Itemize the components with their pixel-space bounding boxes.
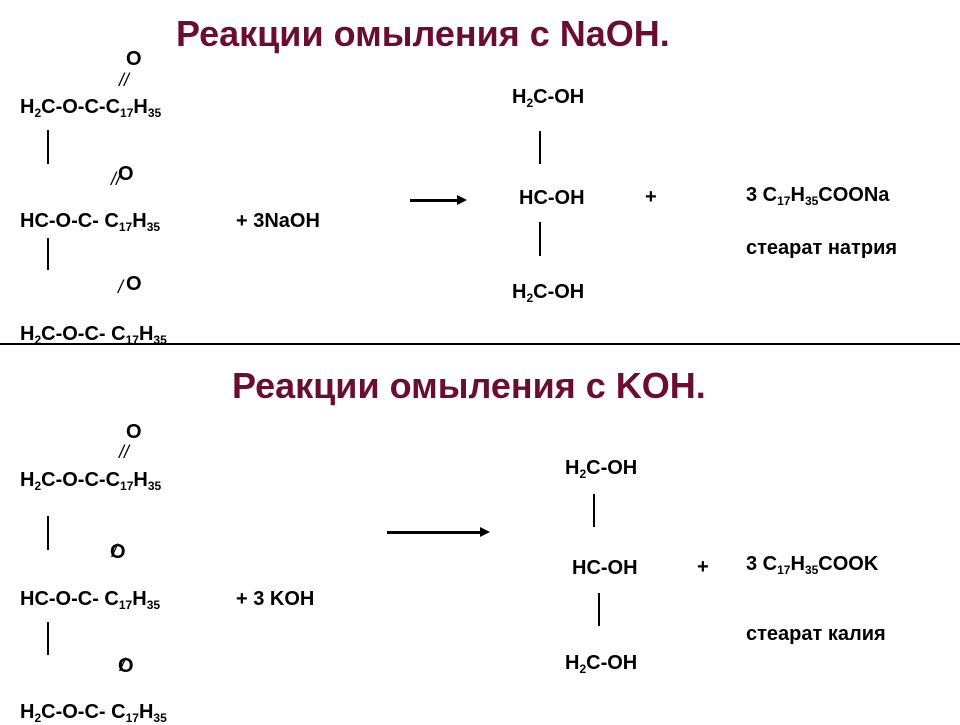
koh-bond-2-3 <box>47 622 49 655</box>
koh-product-name: стеарат калия <box>746 623 886 645</box>
koh-carbonyl-o-3: O <box>118 655 134 677</box>
koh-reagent: + 3 KOH <box>236 588 315 610</box>
naoh-plus: + <box>645 186 657 208</box>
naoh-double-bond-1: // <box>119 70 130 90</box>
naoh-glycerol-mid: HC-OH <box>519 187 585 209</box>
naoh-double-bond-3: / <box>118 277 124 297</box>
koh-glycerol-top: H2C-OH <box>565 457 638 481</box>
koh-plus: + <box>697 556 709 578</box>
koh-ester-row-1: H2C-O-C-C17H35 <box>20 469 162 493</box>
koh-product-formula: 3 C17H35COOK <box>746 553 879 577</box>
naoh-glycerol-bond-1 <box>539 131 541 164</box>
koh-glycerol-bond-2 <box>598 593 600 626</box>
naoh-bond-2-3 <box>47 238 49 270</box>
naoh-reagent: + 3NaOH <box>236 210 320 232</box>
naoh-glycerol-top: H2C-OH <box>512 86 585 110</box>
naoh-ester-row-2: HC-O-C- C17H35 <box>20 210 161 234</box>
section-divider <box>0 343 960 345</box>
naoh-carbonyl-o-2: O <box>118 163 134 185</box>
koh-title: Реакции омыления с KOH. <box>232 365 706 406</box>
naoh-product-formula: 3 C17H35COONa <box>746 184 890 208</box>
koh-carbonyl-o-1: O <box>126 421 142 443</box>
naoh-carbonyl-o-1: O <box>126 48 142 70</box>
koh-ester-row-3: H2C-O-C- C17H35 <box>20 701 167 725</box>
naoh-reaction-arrow <box>410 193 467 207</box>
koh-glycerol-mid: HC-OH <box>572 557 638 579</box>
koh-glycerol-bond-1 <box>593 494 595 527</box>
koh-carbonyl-o-2: O <box>110 541 126 563</box>
koh-ester-row-2: HC-O-C- C17H35 <box>20 588 161 612</box>
naoh-title: Реакции омыления с NaOH. <box>176 13 670 54</box>
koh-double-bond-3: / <box>120 655 126 675</box>
naoh-glycerol-bottom: H2C-OH <box>512 281 585 305</box>
koh-reaction-arrow <box>387 525 490 539</box>
naoh-ester-row-1: H2C-O-C-C17H35 <box>20 96 162 120</box>
naoh-carbonyl-o-3: O <box>126 273 142 295</box>
koh-double-bond-1: // <box>119 442 130 462</box>
naoh-glycerol-bond-2 <box>539 222 541 256</box>
naoh-double-bond-2: // <box>111 169 122 189</box>
naoh-product-name: стеарат натрия <box>746 237 898 259</box>
naoh-bond-1-2 <box>47 130 49 164</box>
koh-double-bond-2: / <box>112 541 118 561</box>
koh-bond-1-2 <box>47 516 49 550</box>
koh-glycerol-bottom: H2C-OH <box>565 652 638 676</box>
